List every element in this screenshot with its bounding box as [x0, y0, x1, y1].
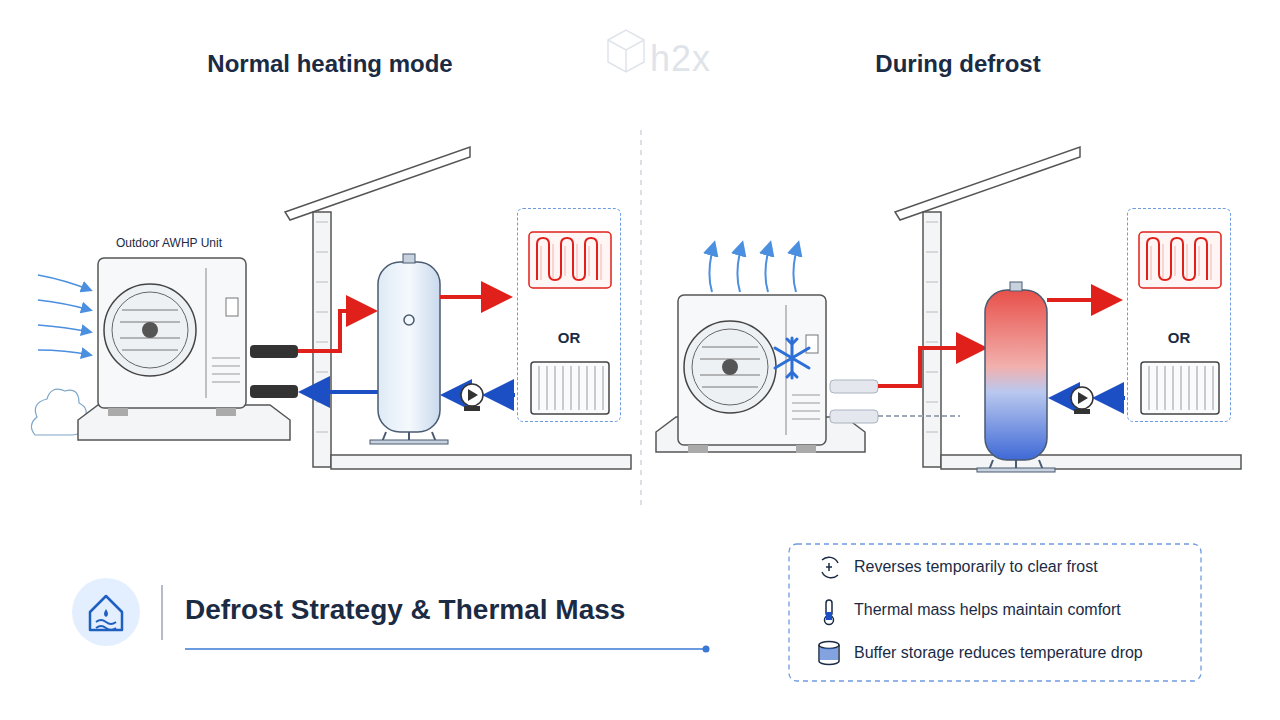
- diagram-title: Defrost Strategy & Thermal Mass: [185, 594, 625, 626]
- panel-title: Normal heating mode: [207, 50, 452, 78]
- or-label: OR: [555, 329, 584, 346]
- outdoor-unit: Outdoor AWHP Unit: [98, 258, 246, 408]
- or-label: OR: [1165, 329, 1194, 346]
- legend-text: Buffer storage reduces temperature drop: [854, 644, 1143, 662]
- legend-text: Thermal mass helps maintain comfort: [854, 601, 1121, 619]
- emitter-box: OR: [517, 208, 621, 422]
- emitter-box: OR: [1127, 208, 1231, 422]
- legend-text: Reverses temporarily to clear frost: [854, 558, 1098, 576]
- watermark: h2x: [650, 38, 711, 80]
- panel-title: During defrost: [875, 50, 1040, 78]
- unit-label: Outdoor AWHP Unit: [116, 236, 222, 250]
